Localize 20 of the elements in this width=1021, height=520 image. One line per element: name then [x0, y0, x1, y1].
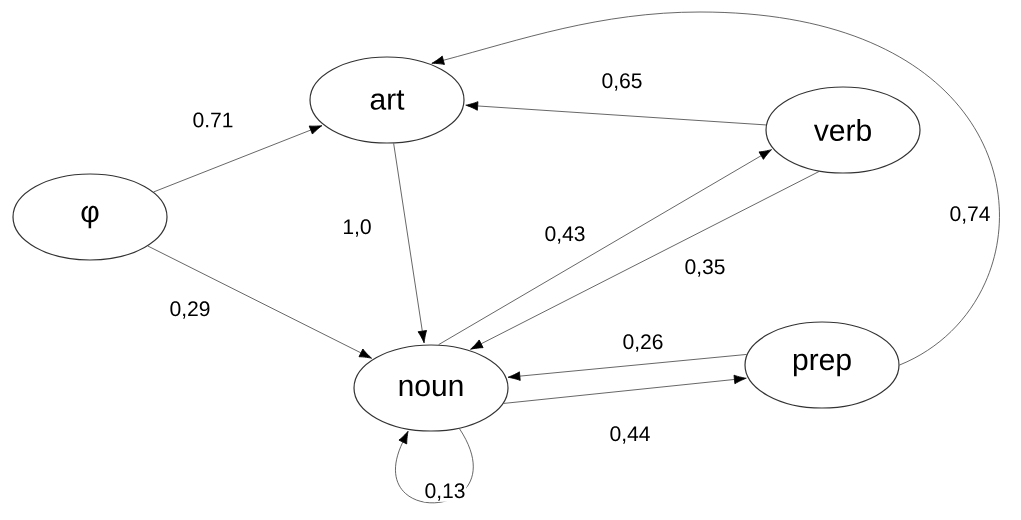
arrow [465, 101, 767, 126]
edge-label: 0,35 [683, 258, 727, 278]
edge-label: 0,26 [621, 333, 665, 353]
arrow [438, 149, 772, 345]
arrow [503, 374, 747, 404]
edge-label: 0,74 [948, 205, 992, 225]
arrow [393, 143, 427, 344]
arrow [153, 125, 323, 193]
edge-label: 0,13 [423, 482, 467, 502]
arrow [431, 11, 1000, 366]
arrow [395, 428, 474, 503]
edge-label: 1,0 [341, 218, 373, 238]
arrow [507, 354, 748, 381]
edge-label: 0,29 [168, 300, 212, 320]
edge-label: 0,43 [543, 225, 587, 245]
arrow [470, 171, 820, 350]
edge-label: 0.71 [191, 111, 235, 129]
edge-label: 0,65 [600, 72, 644, 92]
edge-label: 0,44 [608, 425, 652, 445]
arrow [147, 245, 372, 359]
